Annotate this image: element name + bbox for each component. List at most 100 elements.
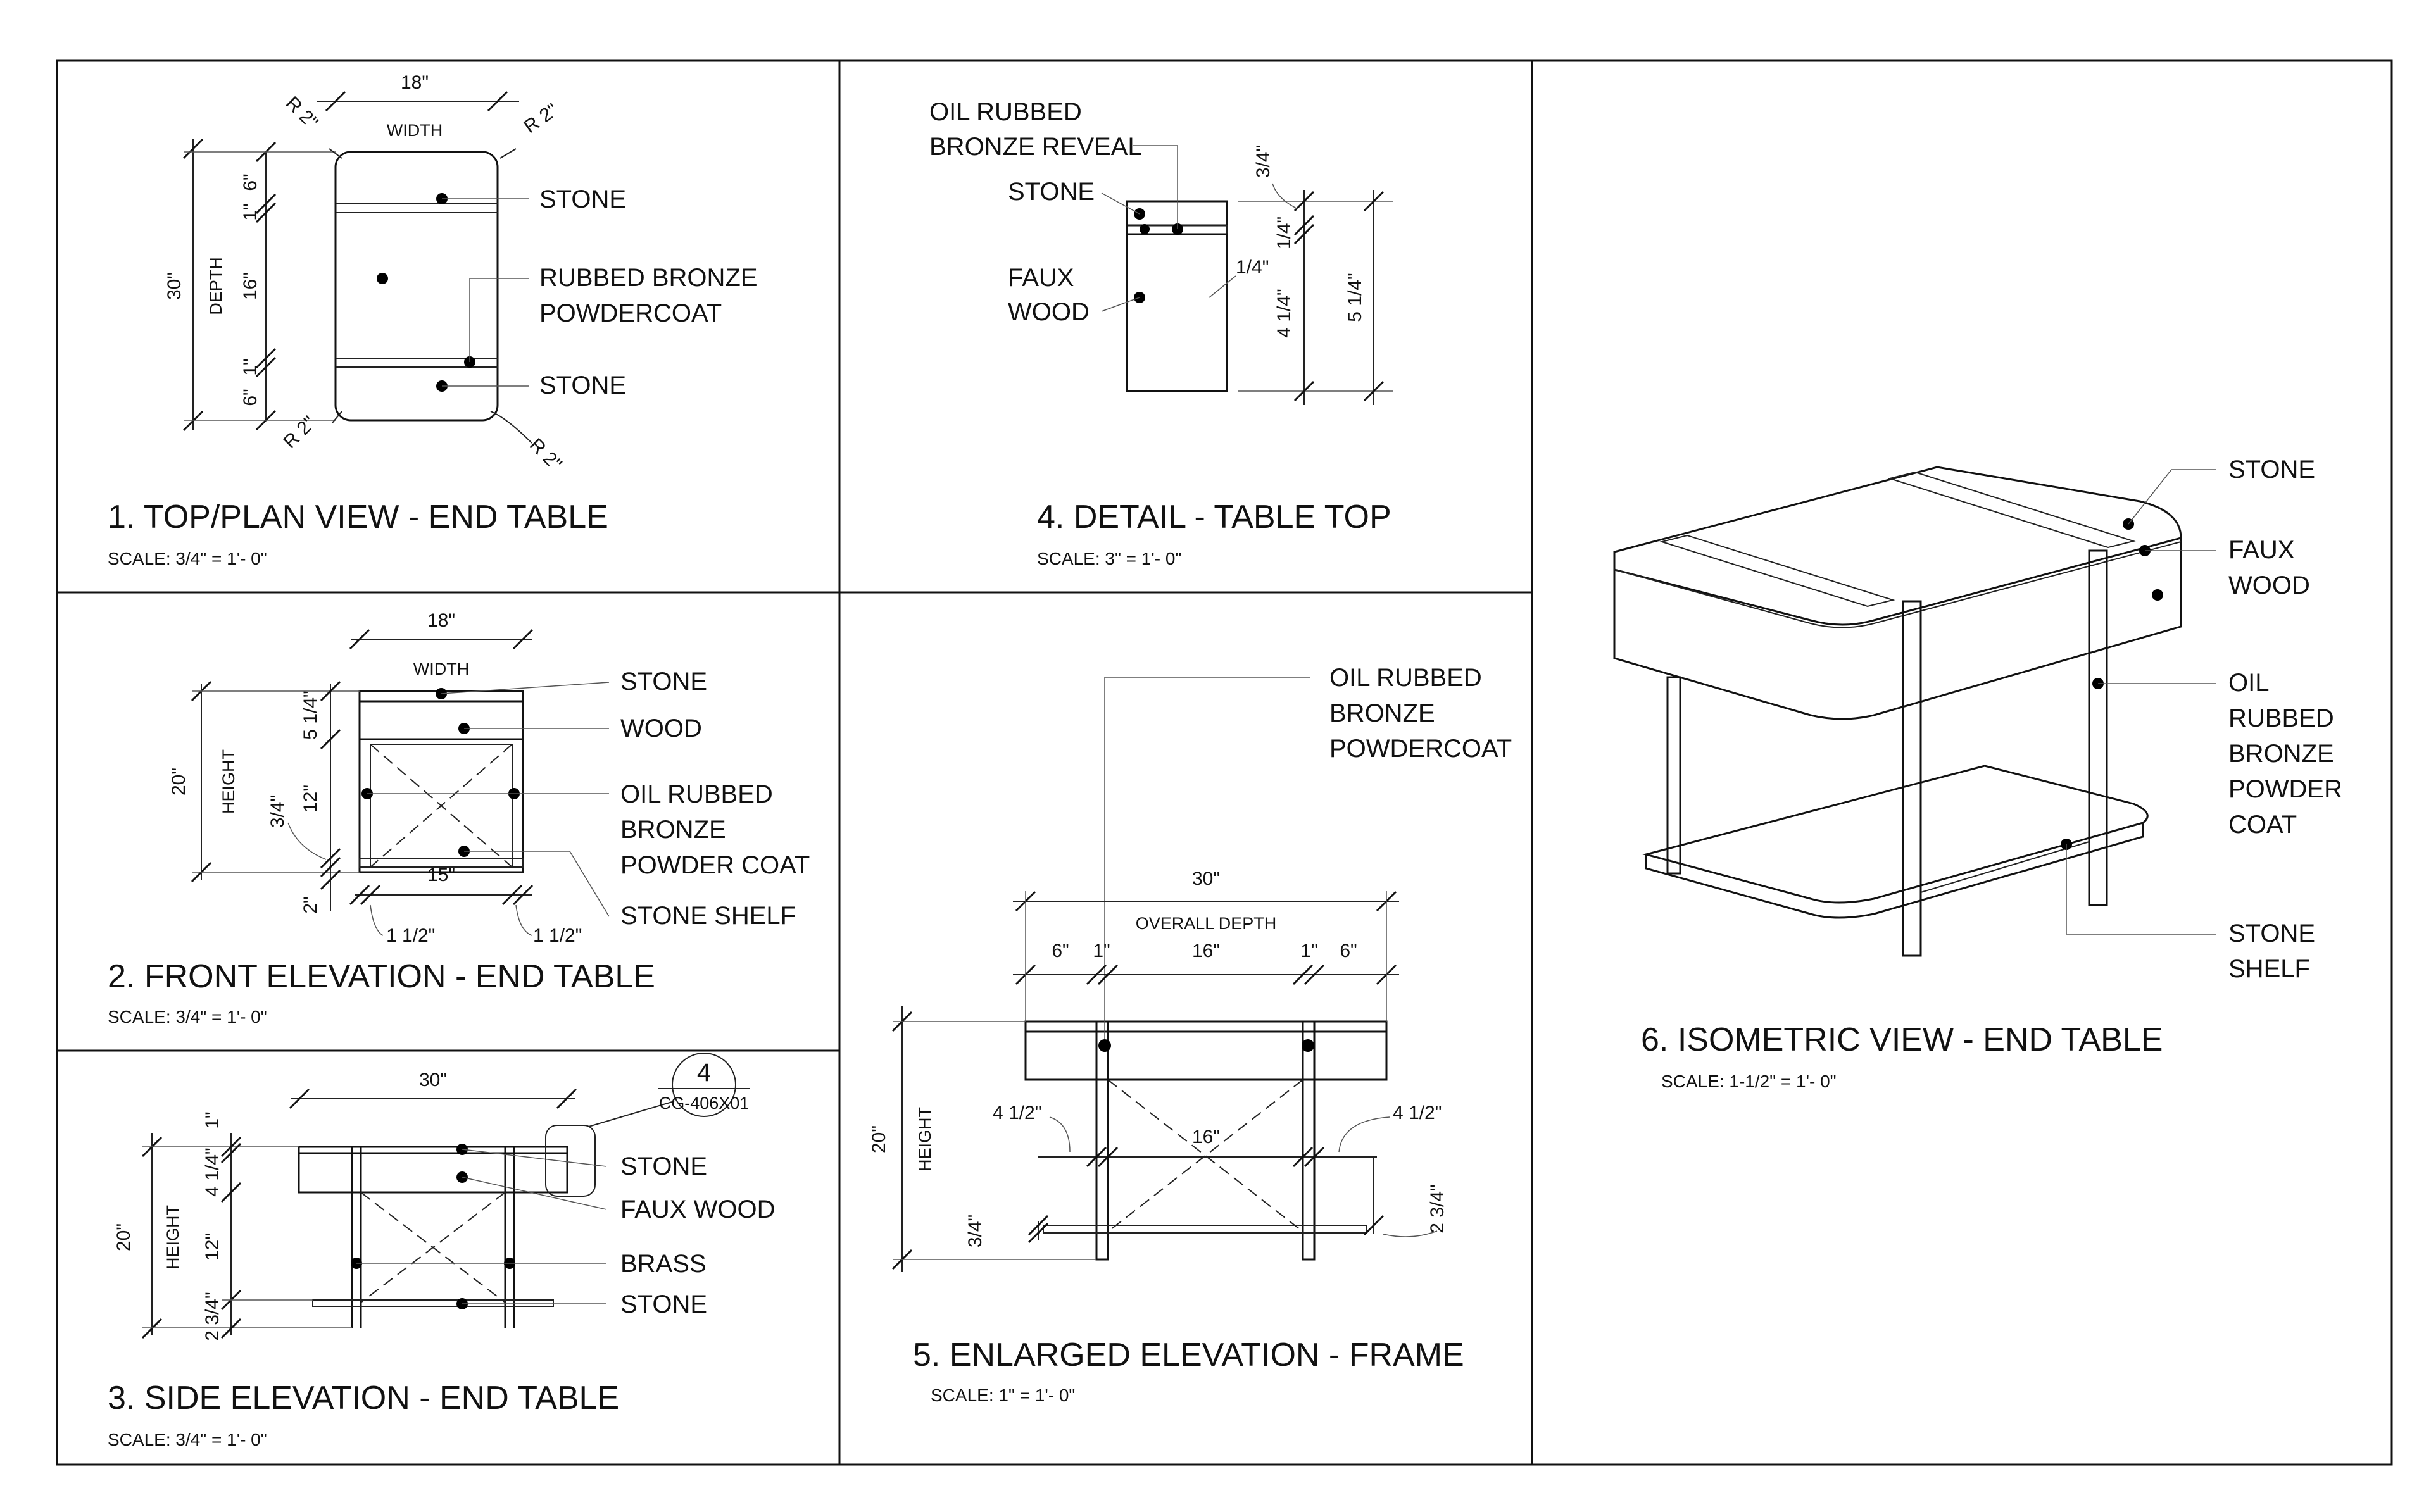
plan-depth-label: DEPTH [206, 257, 225, 315]
enlarged-dim-16-inner: 16" [1192, 1127, 1220, 1147]
front-dim-12: 12" [300, 785, 321, 813]
iso-stone-shelf [1642, 765, 2149, 904]
front-width-dim: 18" [427, 610, 455, 631]
detail-label-faux: FAUX [1008, 264, 1074, 292]
enlarged-dim-2-3-4: 2 3/4" [1427, 1184, 1448, 1233]
front-dim-5-1-4: 5 1/4" [300, 690, 321, 739]
iso-label-shelf-1: STONE [2228, 920, 2315, 947]
front-height-dim: 20" [168, 768, 189, 796]
enlarged-label-orb-3: POWDERCOAT [1329, 735, 1512, 763]
iso-label-orb-1: OIL [2228, 669, 2269, 697]
side-dim-12: 12" [202, 1233, 223, 1261]
iso-label-wood: WOOD [2228, 572, 2310, 599]
view-3-title: 3. SIDE ELEVATION - END TABLE [108, 1380, 619, 1416]
detail-dim-3-4: 3/4" [1253, 145, 1274, 178]
view-1-top-plan: 18" WIDTH 30" DEPTH 6" 1" 16" 1" 6" R 2"… [108, 72, 758, 568]
plan-depth-dim: 30" [164, 272, 185, 300]
view-5-enlarged-elevation: OIL RUBBED BRONZE POWDERCOAT 30" OVERALL… [869, 664, 1512, 1405]
front-dim-1-1-2-left: 1 1/2" [386, 925, 435, 946]
detail-dim-4-1-4: 4 1/4" [1274, 289, 1295, 337]
front-label-stone: STONE [620, 668, 707, 696]
front-label-orb-1: OIL RUBBED [620, 780, 773, 808]
enlarged-wood-band [1024, 1030, 1388, 1081]
view-5-title: 5. ENLARGED ELEVATION - FRAME [913, 1337, 1464, 1373]
sheet-frame [56, 59, 2393, 1466]
side-dim-30: 30" [419, 1070, 447, 1090]
enlarged-dim-16: 16" [1192, 940, 1220, 961]
plan-label-stone-bottom: STONE [539, 372, 626, 399]
plan-radius-tr: R 2" [520, 99, 562, 137]
plan-width-label: WIDTH [387, 121, 443, 140]
iso-label-orb-3: BRONZE [2228, 740, 2334, 768]
enlarged-height-label: HEIGHT [915, 1107, 934, 1171]
plan-radius-br: R 2" [525, 434, 566, 475]
side-wood-band [298, 1152, 568, 1194]
detail-label-orb-2: BRONZE REVEAL [929, 133, 1142, 161]
front-label-orb-2: BRONZE [620, 816, 726, 844]
plan-label-rb-1: RUBBED BRONZE [539, 264, 758, 292]
plan-radius-bl: R 2" [279, 412, 320, 453]
view-6-scale: SCALE: 1-1/2" = 1'- 0" [1661, 1072, 1837, 1091]
plan-label-rb-2: POWDERCOAT [539, 299, 722, 327]
view-1-title: 1. TOP/PLAN VIEW - END TABLE [108, 499, 608, 535]
enlarged-dim-1-right: 1" [1300, 940, 1317, 961]
iso-table-top [1613, 466, 2182, 626]
side-dim-4-1-4: 4 1/4" [202, 1147, 223, 1196]
detail-label-orb-1: OIL RUBBED [929, 98, 1082, 126]
enlarged-dim-1-left: 1" [1093, 940, 1110, 961]
front-width-label: WIDTH [413, 659, 469, 678]
view-2-scale: SCALE: 3/4" = 1'- 0" [108, 1007, 267, 1027]
side-dim-1: 1" [202, 1111, 223, 1128]
enlarged-dim-30: 30" [1192, 868, 1220, 889]
plan-dim-1b: 1" [240, 358, 261, 375]
enlarged-dim-6-left: 6" [1052, 940, 1069, 961]
callout-number: 4 [697, 1059, 711, 1087]
detail-label-stone: STONE [1008, 178, 1095, 206]
enlarged-label-orb-2: BRONZE [1329, 699, 1435, 727]
view-3-scale: SCALE: 3/4" = 1'- 0" [108, 1430, 267, 1449]
front-label-wood: WOOD [620, 715, 702, 742]
enlarged-dim-4-1-2-left: 4 1/2" [993, 1103, 1041, 1123]
plan-dim-16: 16" [240, 272, 261, 300]
iso-label-orb-5: COAT [2228, 811, 2297, 839]
enlarged-height-dim: 20" [869, 1125, 889, 1153]
plan-dim-6b: 6" [240, 389, 261, 406]
view-2-title: 2. FRONT ELEVATION - END TABLE [108, 958, 655, 995]
view-5-scale: SCALE: 1" = 1'- 0" [931, 1385, 1075, 1405]
enlarged-dim-4-1-2-right: 4 1/2" [1393, 1103, 1442, 1123]
front-dim-3-4: 3/4" [267, 795, 288, 828]
detail-dim-1-4-a: 1/4" [1274, 216, 1295, 249]
enlarged-overall-depth: OVERALL DEPTH [1136, 914, 1277, 933]
side-height-dim: 20" [113, 1223, 134, 1251]
side-label-faux-wood: FAUX WOOD [620, 1196, 775, 1223]
plan-width-dim: 18" [401, 72, 429, 93]
front-dim-1-1-2-right: 1 1/2" [533, 925, 582, 946]
plan-dim-1a: 1" [240, 203, 261, 220]
enlarged-dim-3-4: 3/4" [965, 1215, 986, 1247]
side-dim-2-3-4: 2 3/4" [202, 1292, 223, 1340]
front-wood-band [358, 700, 524, 740]
view-3-side-elevation: 4 CG-406X01 30" 20" HEIGHT 1" 4 1/4" 12"… [108, 1053, 775, 1449]
front-label-orb-3: POWDER COAT [620, 851, 810, 879]
iso-label-faux: FAUX [2228, 536, 2294, 564]
callout-sheet-ref: CG-406X01 [659, 1094, 750, 1113]
enlarged-label-orb-1: OIL RUBBED [1329, 664, 1482, 692]
front-height-label: HEIGHT [219, 749, 238, 814]
view-1-scale: SCALE: 3/4" = 1'- 0" [108, 549, 267, 568]
detail-dim-5-1-4: 5 1/4" [1345, 273, 1366, 322]
view-4-title: 4. DETAIL - TABLE TOP [1037, 499, 1391, 535]
plan-label-stone-top: STONE [539, 185, 626, 213]
side-height-label: HEIGHT [163, 1205, 182, 1270]
view-2-front-elevation: 18" WIDTH 20" HEIGHT 5 1/4" 12" 3/4" 2" … [108, 610, 810, 1027]
front-dim-15: 15" [427, 865, 455, 885]
view-4-detail-table-top: 3/4" 1/4" 1/4" 4 1/4" 5 1/4" OIL RUBBED … [929, 98, 1393, 568]
plan-radius-tl: R 2" [282, 92, 322, 133]
iso-label-shelf-2: SHELF [2228, 955, 2310, 983]
front-label-shelf: STONE SHELF [620, 902, 796, 930]
iso-label-stone: STONE [2228, 456, 2315, 484]
side-label-stone-shelf: STONE [620, 1290, 707, 1318]
iso-label-orb-4: POWDER [2228, 775, 2342, 803]
side-label-brass: BRASS [620, 1250, 707, 1278]
side-label-stone: STONE [620, 1153, 707, 1180]
